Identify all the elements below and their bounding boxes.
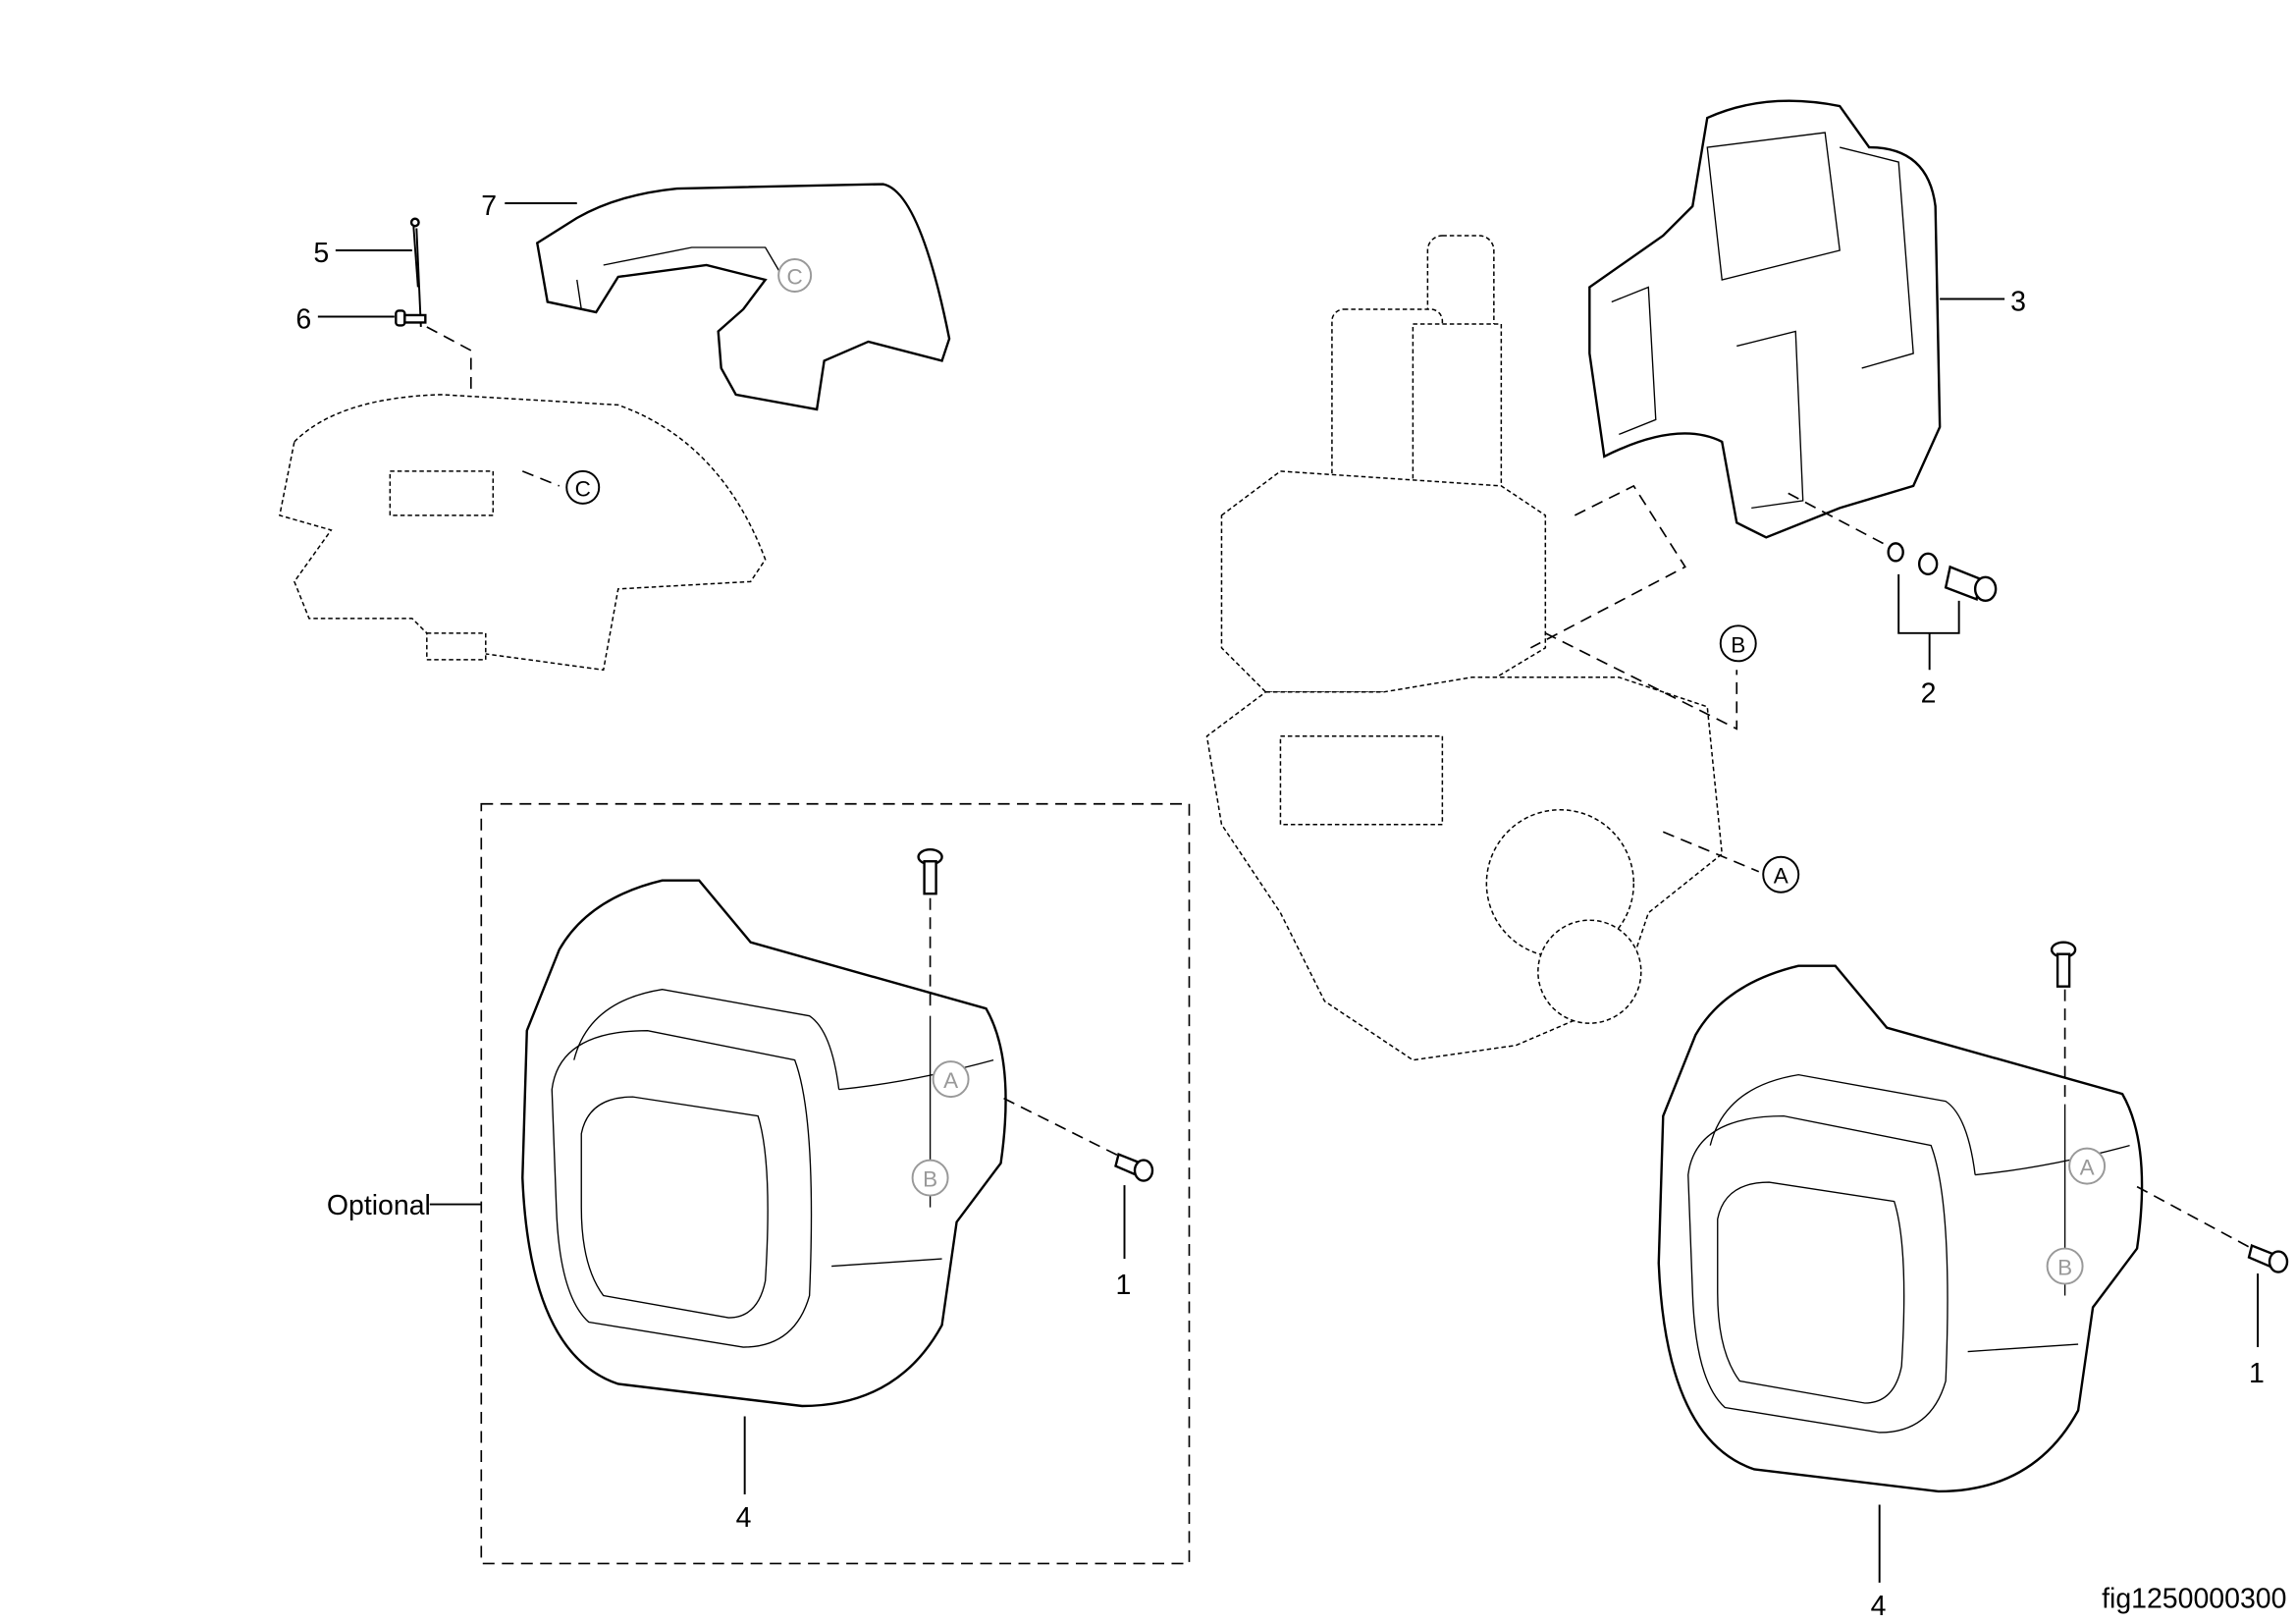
reference-a-label: A	[2080, 1156, 2095, 1180]
reference-c-label: C	[575, 476, 591, 501]
cotter-pin-part-5	[409, 217, 422, 328]
seat-base-phantom	[279, 394, 767, 672]
optional-group-box	[480, 802, 1191, 1565]
reference-b-label: B	[923, 1167, 937, 1192]
callout-5: 5	[313, 238, 329, 269]
reference-a-label: A	[943, 1068, 958, 1093]
pin-part-6	[395, 309, 427, 327]
reference-b-front: B	[911, 1159, 949, 1197]
reference-a-engine: A	[1762, 855, 1800, 893]
assembly-line	[1003, 1097, 1119, 1157]
reference-b-engine: B	[1719, 624, 1757, 663]
front-cover-part-4-optional	[521, 879, 1007, 1408]
callout-3: 3	[2010, 286, 2026, 317]
assembly-line	[2136, 1185, 2253, 1250]
reference-a-label: A	[1774, 864, 1789, 889]
figure-id: fig1250000300	[2102, 1583, 2286, 1614]
reference-c-upper: C	[777, 258, 813, 293]
callout-7: 7	[481, 190, 497, 222]
callout-1-right: 1	[2249, 1358, 2265, 1389]
assembly-line	[1662, 831, 1760, 873]
optional-label: Optional	[327, 1190, 431, 1221]
callout-2: 2	[1921, 677, 1937, 709]
top-cover-part-7	[535, 183, 951, 411]
callout-4-right: 4	[1871, 1591, 1887, 1622]
callout-1-front: 1	[1116, 1270, 1132, 1301]
bolt-front-side	[1114, 1152, 1154, 1182]
engine-phantom	[1205, 235, 1724, 1061]
reference-b-label: B	[1731, 632, 1745, 657]
leader-2	[1897, 573, 1960, 671]
washer-bolt-part-2	[1887, 542, 1998, 603]
reference-c-label: C	[787, 264, 803, 289]
reference-b-label: B	[2057, 1256, 2072, 1280]
assembly-line	[1788, 492, 1893, 549]
reference-b-right: B	[2046, 1247, 2084, 1285]
assembly-line	[1529, 484, 1686, 649]
callout-4-front: 4	[736, 1502, 752, 1534]
reference-c-lower: C	[565, 469, 601, 505]
assembly-line	[1544, 632, 1738, 731]
reference-a-right: A	[2068, 1147, 2107, 1185]
reference-a-front: A	[932, 1060, 970, 1099]
bolt-front-top	[917, 848, 943, 895]
assembly-line	[521, 470, 561, 487]
callout-6: 6	[295, 303, 311, 335]
bolt-right-side	[2247, 1243, 2289, 1273]
bolt-right-top	[2050, 941, 2077, 988]
rear-cover-part-3	[1588, 99, 1942, 539]
front-cover-part-4	[1657, 964, 2144, 1493]
